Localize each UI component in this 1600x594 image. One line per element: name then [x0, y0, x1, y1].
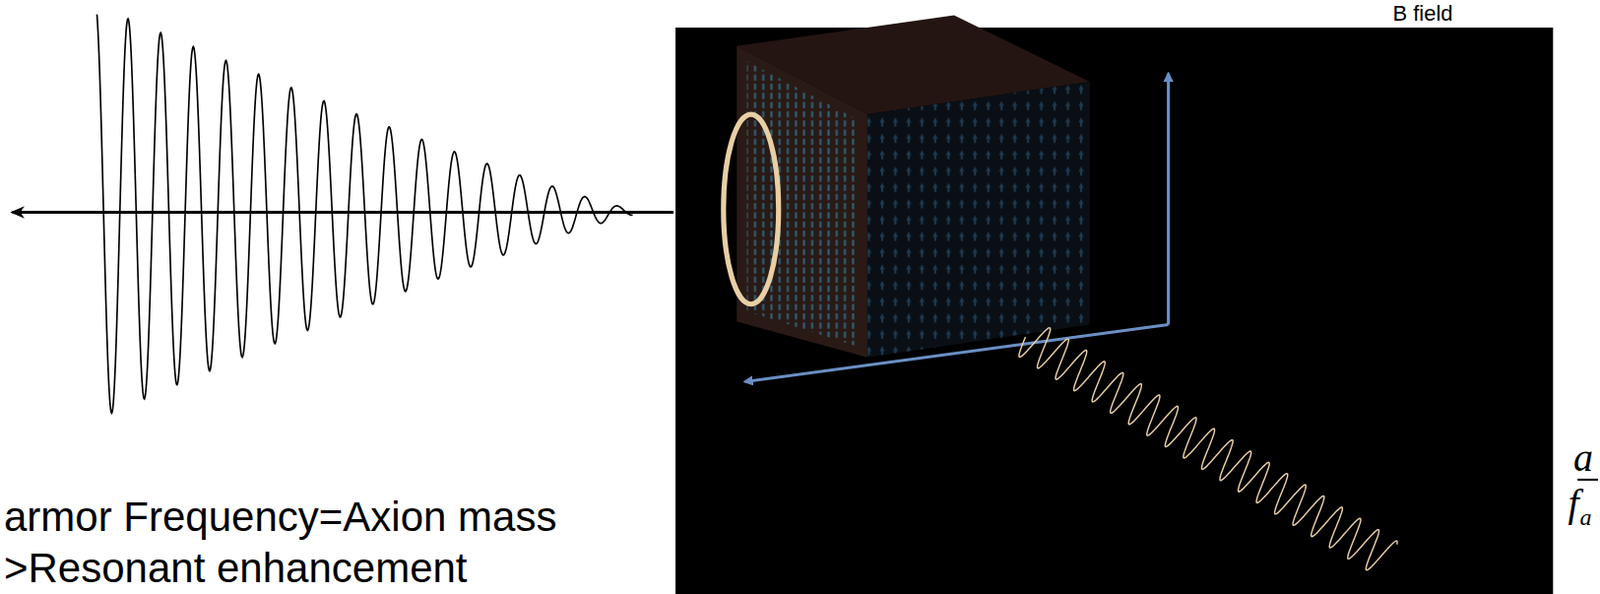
- dark-panel: [675, 27, 1553, 594]
- caption-line: >Resonant enhancement: [3, 547, 468, 589]
- pickup-coil: [723, 114, 779, 305]
- cube-front: [736, 46, 868, 358]
- cube-side-spins: [867, 81, 1090, 358]
- vertical-axis: [1166, 73, 1170, 325]
- field-label: B field: [1392, 2, 1453, 25]
- axion-wave: [1019, 327, 1398, 571]
- cube-front-spins: [747, 61, 860, 347]
- time-axis: [11, 210, 674, 214]
- fraction-subscript: a: [1580, 505, 1593, 529]
- horizontal-axis: [745, 323, 1169, 382]
- fraction-numerator: a: [1573, 438, 1594, 478]
- caption-line: armor Frequency=Axion mass: [3, 496, 557, 538]
- fraction-denominator: f: [1567, 483, 1579, 523]
- cube-side: [867, 81, 1090, 358]
- fraction-bar: [1577, 478, 1599, 481]
